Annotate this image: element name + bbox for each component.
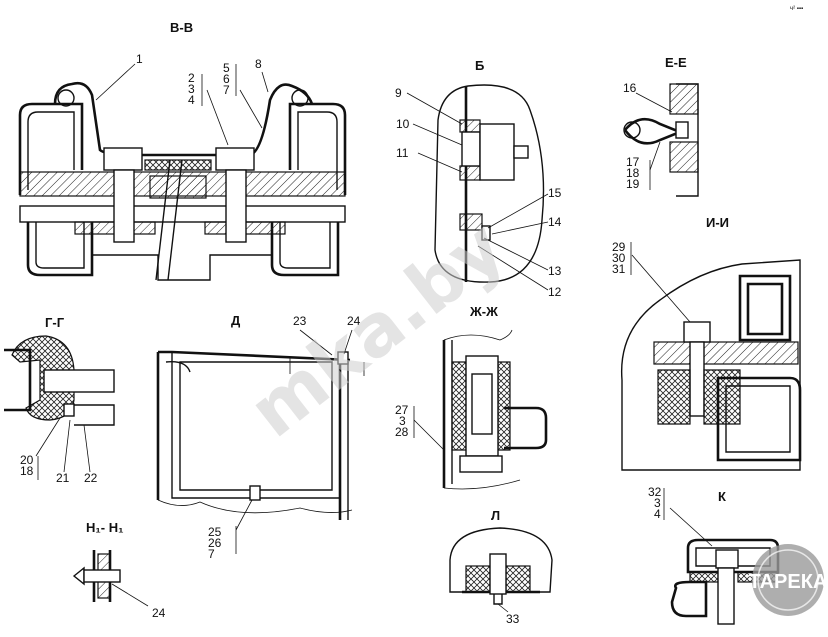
section-ee: Е-Е 16 17 18 19 xyxy=(623,55,699,197)
tapeka-logo: ТАРЕКА xyxy=(749,544,828,616)
callout-2: 2 xyxy=(188,71,195,85)
callout-3-zh: 3 xyxy=(399,414,406,428)
callout-29: 29 xyxy=(612,240,626,254)
callout-24-h1: 24 xyxy=(152,606,166,620)
callout-27: 27 xyxy=(395,403,409,417)
section-ii-title: И-И xyxy=(706,215,729,230)
section-b-title: Б xyxy=(475,58,484,73)
callout-33: 33 xyxy=(506,612,520,626)
section-h1h1-title: Н₁- Н₁ xyxy=(86,520,123,535)
section-k: К 32 3 4 xyxy=(648,485,780,625)
callout-25: 25 xyxy=(208,525,222,539)
section-d-title: Д xyxy=(231,313,241,328)
callout-28: 28 xyxy=(395,425,409,439)
section-vv-title: В-В xyxy=(170,20,193,35)
callout-17: 17 xyxy=(626,155,640,169)
corner-mark: ч² ▪▪▪ xyxy=(790,6,803,12)
callout-6: 6 xyxy=(223,72,230,86)
callout-4-k: 4 xyxy=(654,507,661,521)
callout-7-d: 7 xyxy=(208,547,215,561)
callout-32: 32 xyxy=(648,485,662,499)
section-vv: В-В 1 2 3 4 xyxy=(18,20,347,281)
callout-14: 14 xyxy=(548,215,562,229)
section-k-title: К xyxy=(718,489,726,504)
section-h1h1: Н₁- Н₁ 24 xyxy=(72,520,166,620)
callout-26: 26 xyxy=(208,536,222,550)
callout-19: 19 xyxy=(626,177,640,191)
callout-1: 1 xyxy=(136,52,143,66)
callout-21: 21 xyxy=(56,471,70,485)
section-b: Б 9 10 11 15 14 13 12 xyxy=(395,58,562,299)
section-ee-title: Е-Е xyxy=(665,55,687,70)
callout-30: 30 xyxy=(612,251,626,265)
callout-12: 12 xyxy=(548,285,562,299)
callout-24: 24 xyxy=(347,314,361,328)
section-ii: И-И 29 30 31 xyxy=(612,215,802,471)
section-gg: Г-Г 20 18 21 22 xyxy=(4,315,115,485)
callout-13: 13 xyxy=(548,264,562,278)
callout-9: 9 xyxy=(395,86,402,100)
callout-8: 8 xyxy=(255,57,262,71)
callout-4: 4 xyxy=(188,93,195,107)
callout-15: 15 xyxy=(548,186,562,200)
callout-18: 18 xyxy=(626,166,640,180)
callout-7: 7 xyxy=(223,83,230,97)
callout-3: 3 xyxy=(188,82,195,96)
callout-11: 11 xyxy=(396,146,409,160)
section-gg-title: Г-Г xyxy=(45,315,65,330)
callout-3-k: 3 xyxy=(654,496,661,510)
section-zhzh: Ж-Ж 27 3 28 xyxy=(395,304,548,490)
callout-18-gg: 18 xyxy=(20,464,34,478)
section-zhzh-title: Ж-Ж xyxy=(469,304,498,319)
callout-20: 20 xyxy=(20,453,34,467)
callout-10: 10 xyxy=(396,117,410,131)
section-l-title: Л xyxy=(491,508,500,523)
callout-31: 31 xyxy=(612,262,626,276)
view-d: Д 23 24 25 26 7 xyxy=(156,313,365,561)
callout-5: 5 xyxy=(223,61,230,75)
section-l: Л 33 xyxy=(449,508,553,626)
callout-23: 23 xyxy=(293,314,307,328)
callout-22: 22 xyxy=(84,471,98,485)
callout-16: 16 xyxy=(623,81,637,95)
logo-text: ТАРЕКА xyxy=(749,571,828,593)
